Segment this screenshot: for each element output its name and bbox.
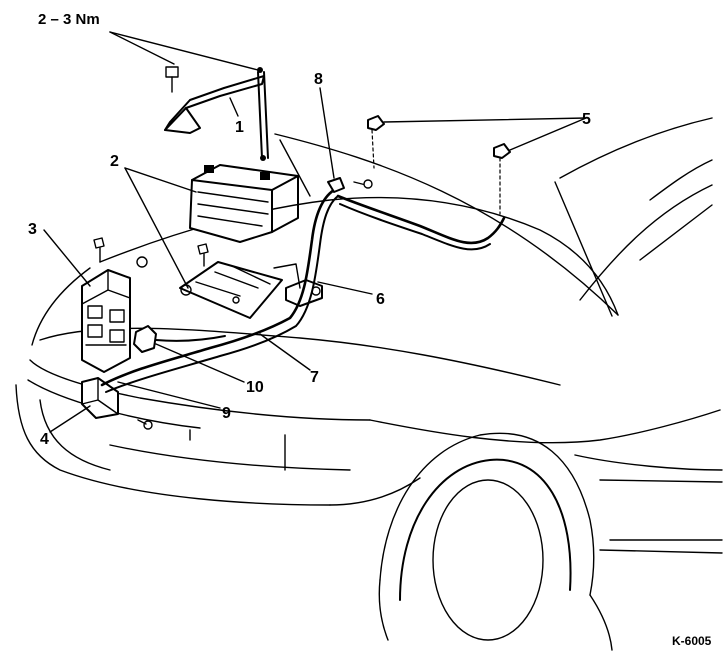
leader-lines xyxy=(43,31,587,433)
callout-4: 4 xyxy=(40,431,49,448)
figure-code: K-6005 xyxy=(672,634,712,648)
callout-10: 10 xyxy=(246,379,264,396)
wiring-harness xyxy=(100,188,506,393)
fuse-relay-box xyxy=(81,269,131,373)
callout-8: 8 xyxy=(314,71,323,88)
callout-1: 1 xyxy=(235,119,244,136)
callout-6: 6 xyxy=(376,291,385,308)
fuse-box-bolt xyxy=(93,237,105,263)
relay xyxy=(133,325,157,353)
terminal-bolt xyxy=(137,419,153,430)
car-body-outline xyxy=(15,117,723,651)
harness-connector xyxy=(327,177,373,193)
callout-9: 9 xyxy=(222,405,231,422)
hold-down-bracket xyxy=(164,67,269,161)
fuse-box-nut xyxy=(136,256,148,268)
harness-clip xyxy=(367,115,511,215)
terminal-block xyxy=(81,377,119,419)
washer-pump xyxy=(273,263,323,307)
callout-5: 5 xyxy=(582,111,591,128)
callout-2: 2 xyxy=(110,153,119,170)
torque-label: 2 – 3 Nm xyxy=(38,11,100,28)
bracket-bolt xyxy=(165,66,179,93)
battery-tray xyxy=(179,261,283,319)
callout-3: 3 xyxy=(28,221,37,238)
callout-7: 7 xyxy=(310,369,319,386)
battery xyxy=(189,164,299,243)
tray-bolt xyxy=(197,243,209,267)
